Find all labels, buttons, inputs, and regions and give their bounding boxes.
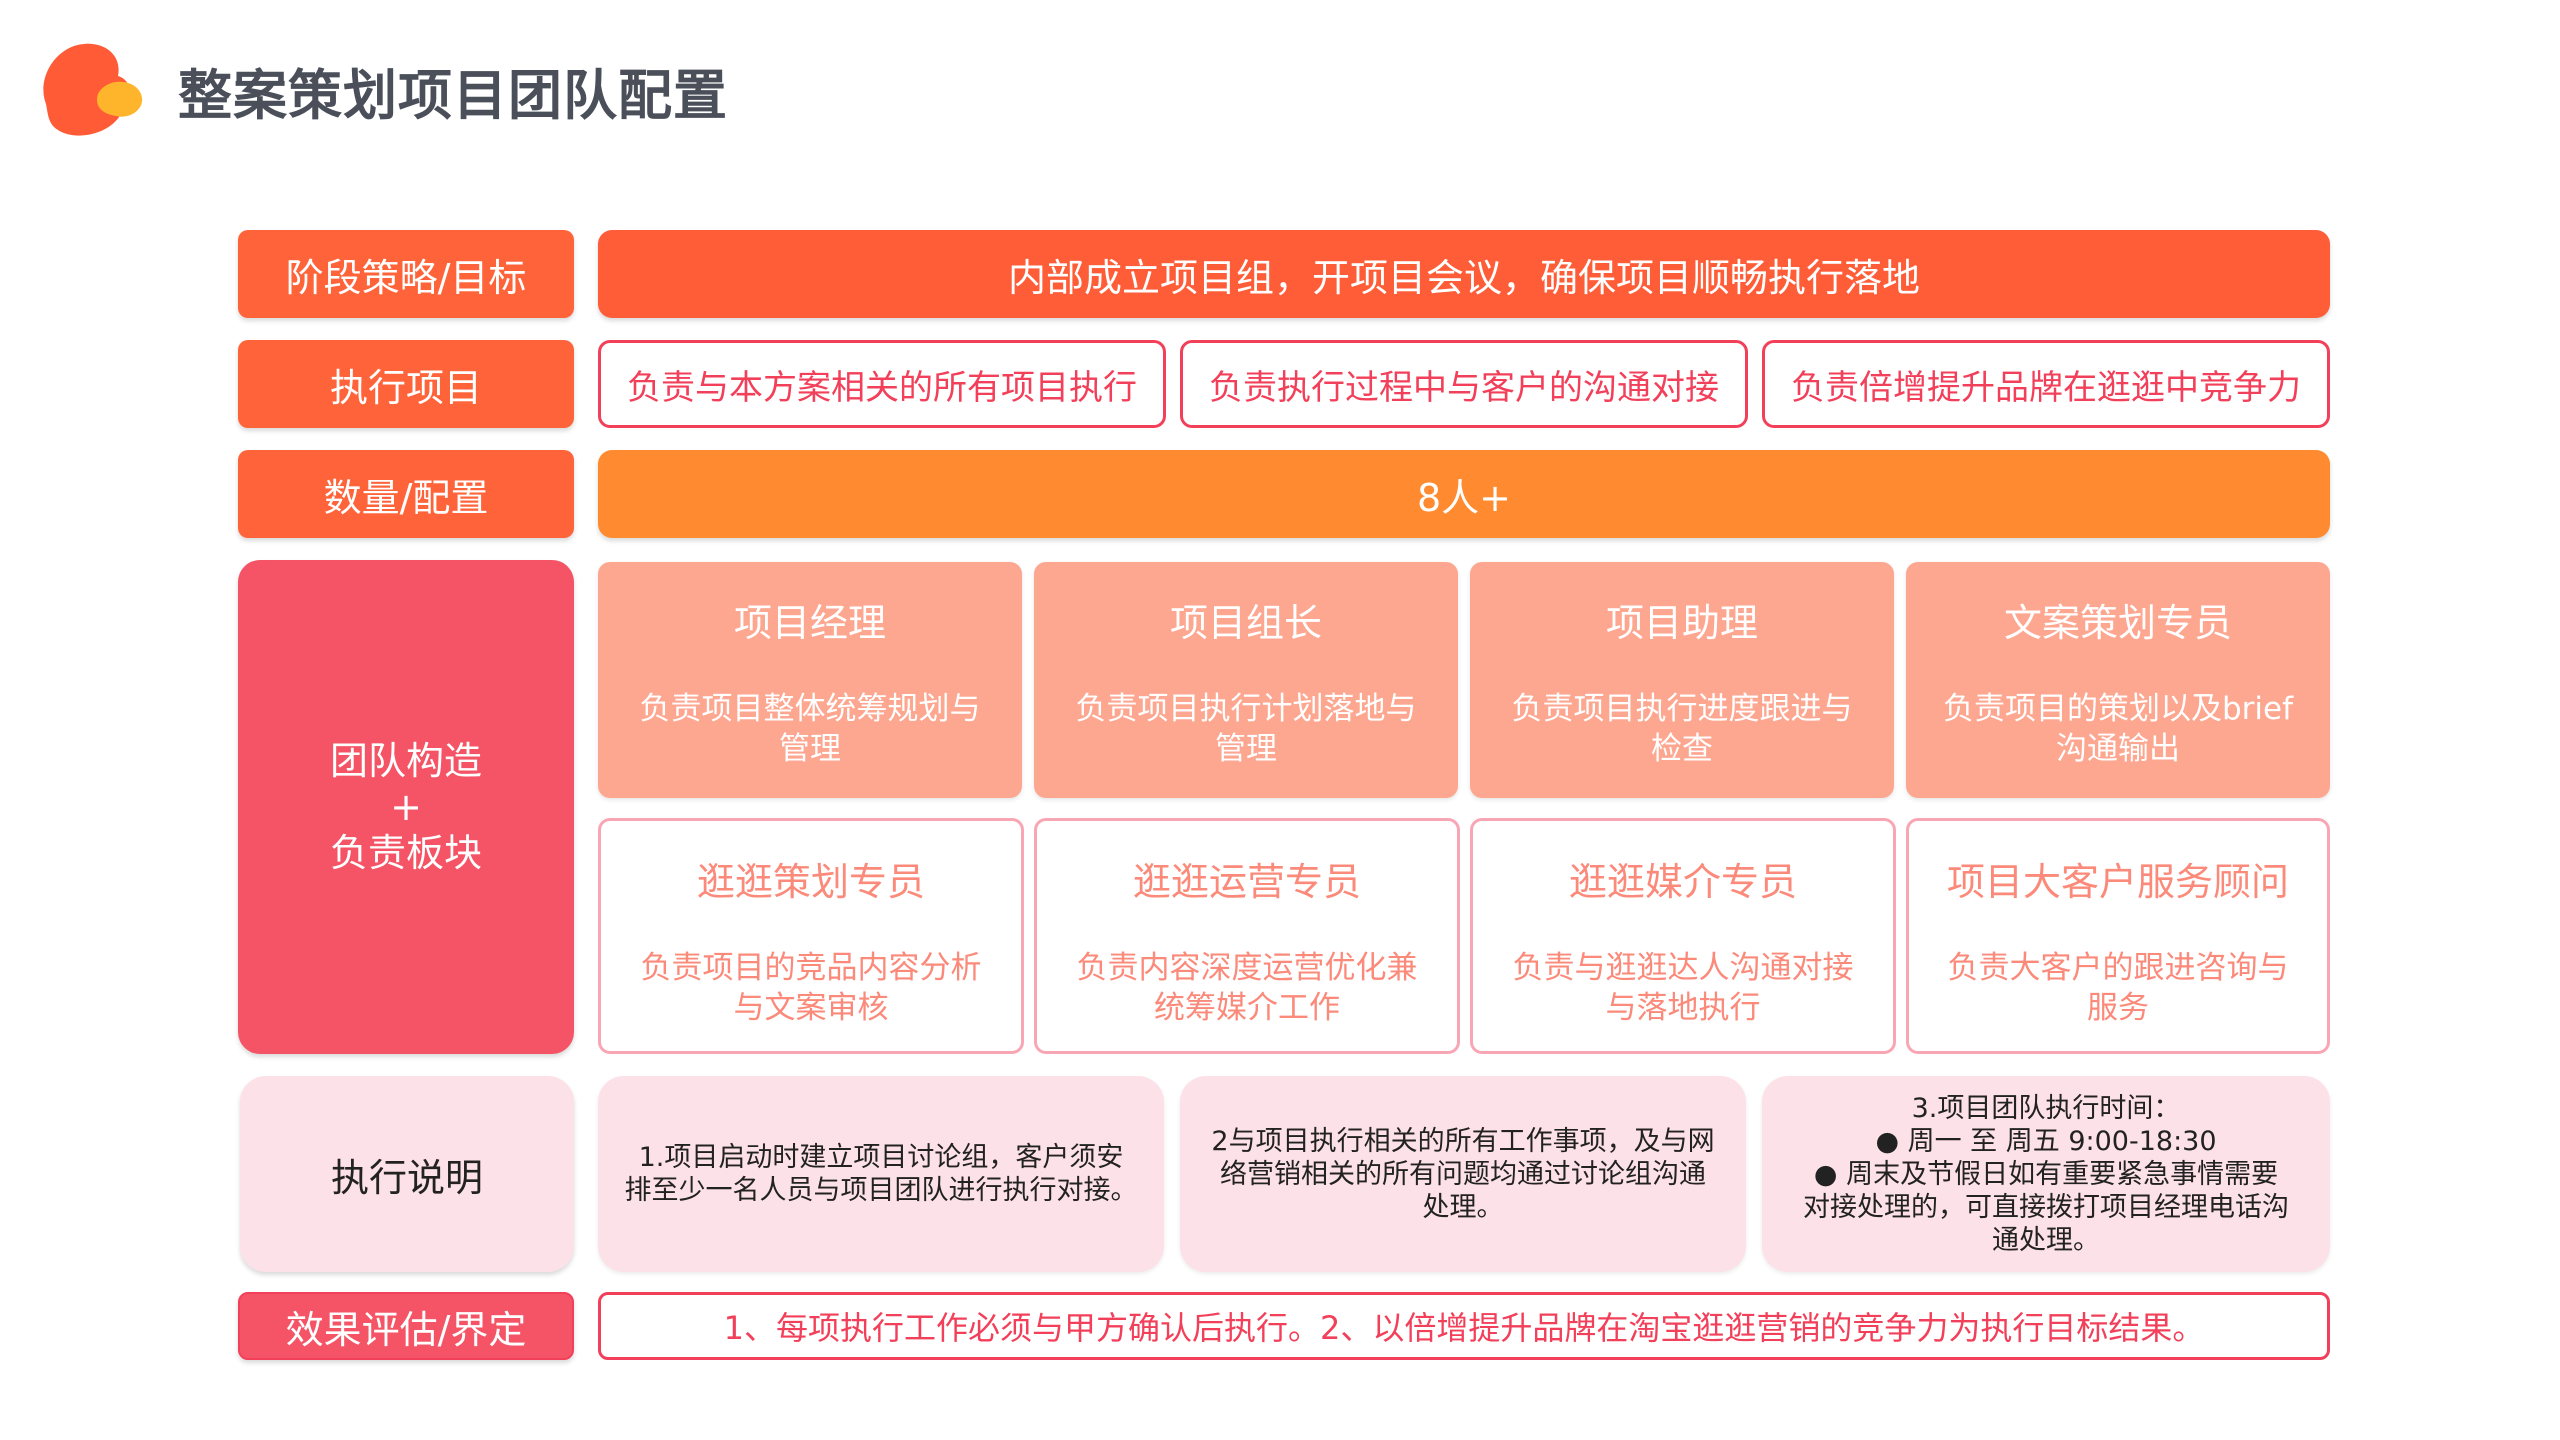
role-desc-line: 与落地执行 [1605,990,1761,1026]
role-title: 文案策划专员 [2003,601,2232,645]
note-line: 1.项目启动时建立项目讨论组，客户须安 [638,1142,1124,1173]
note-line: ● 周末及节假日如有重要紧急事情需要 [1813,1158,2279,1190]
label-team-line: + [390,785,422,829]
note-card: 2与项目执行相关的所有工作事项，及与网 络营销相关的所有问题均通过讨论组沟通 处… [1180,1076,1746,1272]
role-card: 文案策划专员 负责项目的策划以及brief 沟通输出 [1906,562,2330,798]
role-title: 逛逛策划专员 [696,860,925,904]
note-line: 3.项目团队执行时间： [1911,1092,2181,1124]
note-line: 2与项目执行相关的所有工作事项，及与网 [1211,1125,1715,1157]
role-desc-line: 管理 [1215,731,1277,767]
label-notes: 执行说明 [240,1076,574,1272]
execution-item-text: 负责与本方案相关的所有项目执行 [627,367,1137,408]
strategy-banner-text: 内部成立项目组，开项目会议，确保项目顺畅执行落地 [1007,255,1920,300]
page-title: 整案策划项目团队配置 [178,64,728,127]
label-strategy-text: 阶段策略/目标 [285,255,527,300]
note-line: 对接处理的，可直接拨打项目经理电话沟 [1803,1191,2289,1223]
role-desc-line: 统筹媒介工作 [1154,990,1340,1026]
role-title: 逛逛运营专员 [1132,860,1361,904]
role-desc-line: 沟通输出 [2056,731,2180,767]
label-team-line: 团队构造 [329,739,482,783]
label-execution-text: 执行项目 [329,365,482,410]
role-desc: 负责项目的策划以及brief 沟通输出 [1923,689,2313,769]
role-desc-line: 负责项目执行进度跟进与 [1511,691,1853,727]
role-desc-line: 负责内容深度运营优化兼 [1076,950,1418,986]
note-line: 处理。 [1422,1191,1504,1223]
role-card: 项目大客户服务顾问 负责大客户的跟进咨询与 服务 [1906,818,2330,1054]
note-line: ● 周一 至 周五 9:00-18:30 [1875,1125,2217,1157]
role-desc-line: 负责大客户的跟进咨询与 [1947,950,2289,986]
effect-content: 1、每项执行工作必须与甲方确认后执行。2、以倍增提升品牌在淘宝逛逛营销的竞争力为… [598,1292,2330,1360]
role-card: 项目助理 负责项目执行进度跟进与 检查 [1470,562,1894,798]
execution-item: 负责倍增提升品牌在逛逛中竞争力 [1762,340,2330,428]
label-quantity-text: 数量/配置 [323,475,489,520]
label-effect-text: 效果评估/界定 [285,1307,527,1352]
role-desc: 负责大客户的跟进咨询与 服务 [1928,948,2309,1028]
label-effect: 效果评估/界定 [238,1292,574,1360]
role-title: 项目助理 [1605,601,1758,645]
label-team-line: 负责板块 [329,831,482,875]
role-desc: 负责项目的竞品内容分析 与文案审核 [621,948,1002,1028]
quantity-banner-text: 8人+ [1416,475,1512,520]
role-desc-line: 检查 [1651,731,1713,767]
execution-item: 负责执行过程中与客户的沟通对接 [1180,340,1748,428]
strategy-banner: 内部成立项目组，开项目会议，确保项目顺畅执行落地 [598,230,2330,318]
label-execution: 执行项目 [238,340,574,428]
role-desc-line: 负责项目的竞品内容分析 [640,950,982,986]
label-quantity: 数量/配置 [238,450,574,538]
role-title: 项目大客户服务顾问 [1946,860,2289,904]
role-desc: 负责项目执行进度跟进与 检查 [1492,689,1873,769]
role-desc-line: 负责与逛逛达人沟通对接 [1512,950,1854,986]
blob-logo-icon [43,43,143,136]
role-desc-line: 与文案审核 [733,990,889,1026]
role-desc: 负责项目执行计划落地与 管理 [1056,689,1437,769]
role-desc-line: 负责项目整体统筹规划与 [639,691,981,727]
role-desc-line: 负责项目执行计划落地与 [1075,691,1417,727]
effect-content-text: 1、每项执行工作必须与甲方确认后执行。2、以倍增提升品牌在淘宝逛逛营销的竞争力为… [723,1309,2205,1347]
label-team: 团队构造 + 负责板块 [238,560,574,1054]
note-line: 通处理。 [1992,1224,2100,1256]
role-desc: 负责项目整体统筹规划与 管理 [620,689,1001,769]
role-card: 逛逛运营专员 负责内容深度运营优化兼 统筹媒介工作 [1034,818,1460,1054]
execution-item: 负责与本方案相关的所有项目执行 [598,340,1166,428]
execution-item-text: 负责执行过程中与客户的沟通对接 [1209,367,1719,408]
role-card: 项目经理 负责项目整体统筹规划与 管理 [598,562,1022,798]
note-card: 3.项目团队执行时间： ● 周一 至 周五 9:00-18:30 ● 周末及节假… [1762,1076,2330,1272]
note-card: 1.项目启动时建立项目讨论组，客户须安 排至少一名人员与项目团队进行执行对接。 [598,1076,1164,1272]
role-title: 逛逛媒介专员 [1568,860,1797,904]
role-desc-line: 服务 [2087,990,2149,1026]
execution-item-text: 负责倍增提升品牌在逛逛中竞争力 [1791,367,2301,408]
role-desc-line: 管理 [779,731,841,767]
label-notes-text: 执行说明 [330,1155,483,1200]
label-strategy: 阶段策略/目标 [238,230,574,318]
role-desc: 负责与逛逛达人沟通对接 与落地执行 [1493,948,1874,1028]
role-card: 逛逛策划专员 负责项目的竞品内容分析 与文案审核 [598,818,1024,1054]
role-card: 逛逛媒介专员 负责与逛逛达人沟通对接 与落地执行 [1470,818,1896,1054]
quantity-banner: 8人+ [598,450,2330,538]
role-title: 项目组长 [1169,601,1322,645]
role-desc: 负责内容深度运营优化兼 统筹媒介工作 [1057,948,1438,1028]
role-title: 项目经理 [733,601,886,645]
note-line: 络营销相关的所有问题均通过讨论组沟通 [1220,1158,1706,1190]
role-desc-line: 负责项目的策划以及brief [1942,691,2294,727]
role-card: 项目组长 负责项目执行计划落地与 管理 [1034,562,1458,798]
note-line: 排至少一名人员与项目团队进行执行对接。 [624,1175,1138,1206]
